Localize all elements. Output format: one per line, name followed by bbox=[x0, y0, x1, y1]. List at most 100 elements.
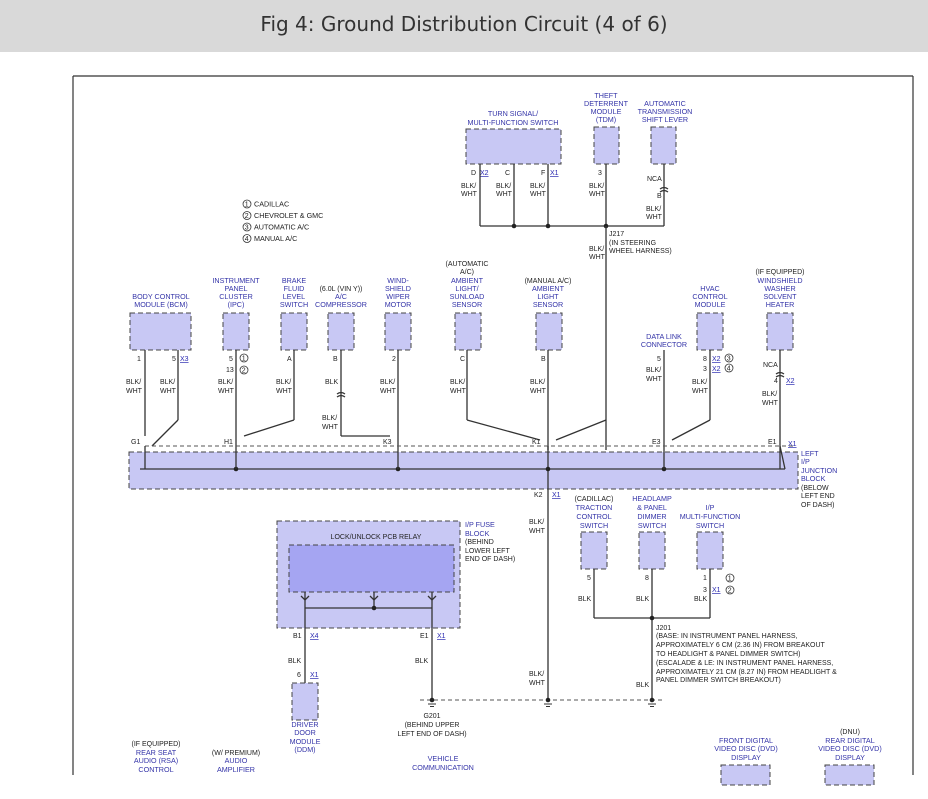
brake-fluid-switch: BRAKE FLUID LEVEL SWITCH bbox=[280, 276, 308, 351]
svg-text:SWITCH: SWITCH bbox=[696, 521, 724, 530]
svg-text:BLOCK: BLOCK bbox=[465, 529, 490, 538]
svg-text:SENSOR: SENSOR bbox=[533, 300, 563, 309]
svg-text:BLK/: BLK/ bbox=[529, 671, 544, 678]
svg-text:13: 13 bbox=[226, 367, 234, 374]
svg-text:MULTI-FUNCTION: MULTI-FUNCTION bbox=[680, 512, 741, 521]
svg-text:1: 1 bbox=[728, 576, 732, 583]
svg-text:2: 2 bbox=[392, 356, 396, 363]
svg-text:(DNU): (DNU) bbox=[840, 729, 860, 736]
svg-text:AUDIO (RSA): AUDIO (RSA) bbox=[134, 756, 178, 765]
svg-text:D: D bbox=[471, 170, 476, 177]
legend-num: 4 bbox=[245, 236, 249, 243]
svg-text:WHT: WHT bbox=[692, 388, 709, 395]
svg-text:WHT: WHT bbox=[496, 191, 513, 198]
splice-j217: J217 (IN STEERING WHEEL HARNESS) bbox=[609, 231, 672, 255]
svg-text:SWITCH: SWITCH bbox=[580, 521, 608, 530]
svg-text:COMPRESSOR: COMPRESSOR bbox=[315, 300, 367, 309]
svg-text:BLK: BLK bbox=[578, 596, 592, 603]
svg-text:WHT: WHT bbox=[529, 680, 546, 687]
svg-text:VEHICLE: VEHICLE bbox=[428, 754, 459, 763]
svg-text:BLK/: BLK/ bbox=[589, 246, 604, 253]
svg-text:BRAKE: BRAKE bbox=[282, 276, 307, 285]
svg-text:TURN SIGNAL/: TURN SIGNAL/ bbox=[488, 109, 538, 118]
svg-text:BLOCK: BLOCK bbox=[801, 474, 826, 483]
hvac-control-module: HVAC CONTROL MODULE bbox=[692, 284, 728, 351]
svg-text:WHT: WHT bbox=[126, 388, 143, 395]
svg-text:COMMUNICATION: COMMUNICATION bbox=[412, 763, 474, 772]
svg-text:X4: X4 bbox=[310, 633, 319, 640]
svg-text:3: 3 bbox=[598, 170, 602, 177]
svg-text:AMPLIFIER: AMPLIFIER bbox=[217, 765, 255, 774]
svg-text:WHT: WHT bbox=[762, 400, 779, 407]
svg-text:I/P: I/P bbox=[801, 457, 810, 466]
svg-text:3: 3 bbox=[703, 587, 707, 594]
svg-text:END OF DASH): END OF DASH) bbox=[465, 556, 515, 563]
turn-signal-switch: TURN SIGNAL/ MULTI-FUNCTION SWITCH bbox=[465, 109, 562, 165]
rear-dvd-display: (DNU) REAR DIGITAL VIDEO DISC (DVD) DISP… bbox=[818, 729, 882, 786]
svg-text:WHT: WHT bbox=[461, 191, 478, 198]
svg-text:E1: E1 bbox=[420, 633, 429, 640]
svg-text:AUDIO: AUDIO bbox=[225, 756, 248, 765]
svg-text:G1: G1 bbox=[131, 439, 140, 446]
svg-text:BLK/: BLK/ bbox=[692, 379, 707, 386]
svg-text:B1: B1 bbox=[293, 633, 302, 640]
ambient-light-sensor: (MANUAL A/C) AMBIENT LIGHT SENSOR bbox=[525, 278, 572, 351]
svg-text:BLK/: BLK/ bbox=[450, 379, 465, 386]
svg-text:BLK: BLK bbox=[636, 596, 650, 603]
instrument-panel-cluster: INSTRUMENT PANEL CLUSTER (IPC) bbox=[212, 276, 260, 351]
svg-text:BLK: BLK bbox=[325, 379, 339, 386]
svg-text:F: F bbox=[541, 170, 545, 177]
svg-text:LOWER LEFT: LOWER LEFT bbox=[465, 548, 510, 555]
data-link-connector: DATA LINK CONNECTOR bbox=[641, 332, 687, 349]
svg-text:H1: H1 bbox=[224, 439, 233, 446]
svg-text:A/C: A/C bbox=[335, 292, 347, 301]
svg-text:BLK/: BLK/ bbox=[530, 379, 545, 386]
svg-text:MOTOR: MOTOR bbox=[385, 300, 412, 309]
svg-text:BLK/: BLK/ bbox=[530, 183, 545, 190]
svg-text:WHT: WHT bbox=[589, 254, 606, 261]
svg-text:PANEL: PANEL bbox=[224, 284, 247, 293]
svg-text:DIMMER: DIMMER bbox=[637, 512, 666, 521]
svg-text:C: C bbox=[460, 356, 465, 363]
svg-text:X1: X1 bbox=[310, 672, 319, 679]
svg-text:DETERRENT: DETERRENT bbox=[584, 99, 629, 108]
mid-pins: 1 5 X3 5 1 13 2 A B 2 C B 5 8 X2 3 3 X2 … bbox=[137, 353, 795, 385]
top-pins: D X2 C F X1 3 NCA B bbox=[471, 170, 662, 200]
mid-wire-labels: BLK/WHT BLK/WHT BLK/WHT BLK/WHT BLK BLK/… bbox=[126, 367, 779, 431]
svg-text:WHT: WHT bbox=[380, 388, 397, 395]
svg-text:5: 5 bbox=[587, 575, 591, 582]
legend: 1 CADILLAC 2 CHEVROLET & GMC 3 AUTOMATIC… bbox=[242, 200, 323, 243]
svg-text:LIGHT: LIGHT bbox=[537, 292, 559, 301]
junction-block bbox=[128, 445, 799, 500]
svg-text:BLK/: BLK/ bbox=[762, 391, 777, 398]
svg-text:A: A bbox=[287, 356, 292, 363]
svg-text:LEFT END: LEFT END bbox=[801, 493, 835, 500]
svg-text:BLK: BLK bbox=[694, 596, 708, 603]
svg-text:5: 5 bbox=[229, 356, 233, 363]
svg-text:K3: K3 bbox=[383, 439, 392, 446]
svg-text:(IPC): (IPC) bbox=[228, 300, 245, 309]
svg-text:(MANUAL A/C): (MANUAL A/C) bbox=[525, 278, 572, 285]
svg-text:APPROXIMATELY 6 CM (2.36 IN) F: APPROXIMATELY 6 CM (2.36 IN) FROM BREAKO… bbox=[656, 642, 826, 649]
svg-text:OF DASH): OF DASH) bbox=[801, 502, 834, 509]
svg-text:X3: X3 bbox=[180, 356, 189, 363]
svg-text:WIND-: WIND- bbox=[387, 276, 409, 285]
svg-text:WHT: WHT bbox=[218, 388, 235, 395]
svg-text:3: 3 bbox=[703, 366, 707, 373]
svg-text:X2: X2 bbox=[786, 378, 795, 385]
svg-text:CONTROL: CONTROL bbox=[692, 292, 727, 301]
svg-text:DISPLAY: DISPLAY bbox=[835, 753, 865, 762]
svg-text:I/P FUSE: I/P FUSE bbox=[465, 520, 495, 529]
audio-amplifier: (W/ PREMIUM) AUDIO AMPLIFIER bbox=[212, 750, 260, 774]
svg-text:(BEHIND UPPER: (BEHIND UPPER bbox=[405, 722, 460, 729]
svg-text:INSTRUMENT: INSTRUMENT bbox=[212, 276, 260, 285]
svg-text:BLK/: BLK/ bbox=[646, 367, 661, 374]
ground-wire-labels: BLK/WHT BLK/WHT bbox=[529, 519, 546, 687]
svg-text:(IF EQUIPPED): (IF EQUIPPED) bbox=[755, 269, 804, 276]
svg-text:WHT: WHT bbox=[646, 376, 663, 383]
svg-text:MODULE: MODULE bbox=[591, 107, 622, 116]
svg-text:REAR DIGITAL: REAR DIGITAL bbox=[825, 736, 874, 745]
svg-text:FLUID: FLUID bbox=[284, 284, 305, 293]
svg-text:1: 1 bbox=[703, 575, 707, 582]
svg-text:WIPER: WIPER bbox=[386, 292, 410, 301]
